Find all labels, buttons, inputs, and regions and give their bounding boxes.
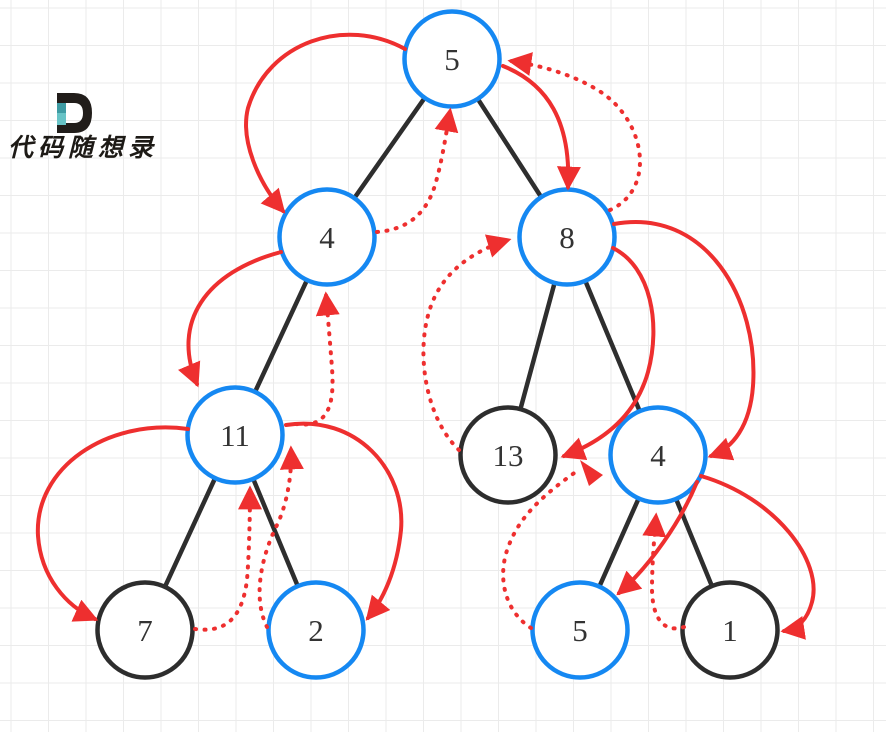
node-value: 2: [308, 613, 324, 648]
arrow-call-5-to-4: [244, 32, 407, 214]
arrow-return-1-to-right-4: [642, 512, 686, 631]
tree-node-11: 11: [185, 385, 285, 485]
node-circle: [95, 580, 195, 680]
tree-nodes: 5 4 8 11 7 2 13 4: [95, 9, 780, 680]
arrow-call-8-to-right-4: [612, 220, 756, 461]
node-circle: [277, 187, 377, 287]
tree-node-2: 2: [266, 580, 366, 680]
brand-text: 代码随想录: [8, 134, 158, 162]
logo-teal-bottom: [57, 113, 66, 125]
arrow-return-bottom-5-to-right-4: [501, 469, 579, 630]
node-value: 5: [444, 42, 460, 77]
tree-node-right-4: 4: [608, 405, 708, 505]
node-value: 1: [722, 613, 738, 648]
tree-node-right-8: 8: [517, 187, 617, 287]
arrow-call-8-to-13: [560, 246, 656, 461]
node-value: 4: [650, 438, 666, 473]
node-circle: [680, 580, 780, 680]
node-circle: [185, 385, 285, 485]
arrow-call-11-to-7: [35, 425, 190, 622]
tree-node-left-4: 4: [277, 187, 377, 287]
node-value: 7: [137, 613, 153, 648]
node-value: 8: [559, 220, 575, 255]
logo-teal-top: [57, 103, 66, 113]
node-circle: [266, 580, 366, 680]
node-circle: [530, 580, 630, 680]
node-circle: [402, 9, 502, 109]
recursion-arrows: [35, 32, 816, 640]
arrow-call-11-to-2: [284, 421, 404, 621]
node-value: 11: [220, 418, 250, 453]
arrow-return-4-to-5: [375, 107, 459, 234]
node-value: 5: [572, 613, 588, 648]
arrowhead-return-bottom-5: [580, 460, 603, 486]
arrow-return-13-to-8: [421, 234, 512, 452]
arrow-call-right-4-to-1: [699, 474, 816, 640]
tree-node-1: 1: [680, 580, 780, 680]
tree-node-13: 13: [458, 405, 558, 505]
tree-node-root-5: 5: [402, 9, 502, 109]
node-circle: [608, 405, 708, 505]
arrow-return-7-to-11: [193, 485, 262, 632]
node-circle: [458, 405, 558, 505]
arrow-call-right-4-to-bottom-5: [616, 480, 699, 596]
tree-node-7: 7: [95, 580, 195, 680]
arrow-call-4-to-11: [178, 250, 283, 388]
arrow-return-8-to-5: [507, 52, 642, 212]
node-value: 4: [319, 220, 335, 255]
node-value: 13: [493, 438, 524, 473]
tree-node-bottom-5: 5: [530, 580, 630, 680]
brand-logo: 代码随想录: [8, 93, 158, 162]
arrow-return-2-to-11: [257, 445, 304, 629]
